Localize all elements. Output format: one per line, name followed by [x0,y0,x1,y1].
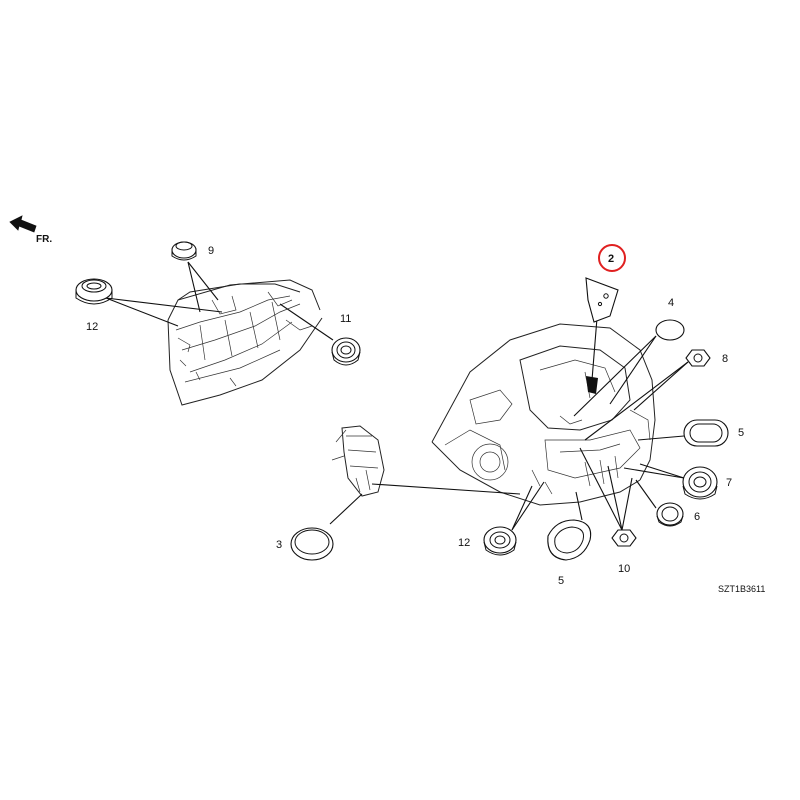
rear-body-assembly [431,323,656,506]
diagram-code: SZT1B3611 [718,584,765,594]
leader-lines [105,261,689,531]
callout-labels: 9 12 11 2 4 8 5 7 6 3 12 5 10 [86,245,744,587]
part-11[interactable] [331,337,361,366]
callout-8[interactable]: 8 [722,353,728,365]
callout-9[interactable]: 9 [208,245,214,257]
side-pillar-assembly [331,425,385,497]
callout-5-lower[interactable]: 5 [558,575,564,587]
part-6[interactable] [656,502,684,527]
part-8[interactable] [685,349,711,367]
part-10[interactable] [611,529,637,547]
part-5-right[interactable] [683,419,729,447]
part-7[interactable] [682,466,718,500]
callout-2[interactable]: 2 [608,253,614,265]
callout-3[interactable]: 3 [276,539,282,551]
part-12-upper[interactable] [75,278,113,305]
part-9[interactable] [171,241,197,261]
highlight-ring [598,244,626,272]
front-direction-indicator: FR. [9,215,52,245]
callout-11[interactable]: 11 [340,313,351,325]
part-4[interactable] [655,319,685,341]
part-12-lower[interactable] [483,526,517,556]
callout-5-right[interactable]: 5 [738,427,744,439]
callout-12-upper[interactable]: 12 [86,321,98,333]
front-label: FR. [36,234,52,245]
part-3[interactable] [290,527,334,561]
part-2[interactable] [585,277,619,323]
front-arrow-icon [9,215,37,233]
callout-7[interactable]: 7 [726,477,732,489]
rear-floor-assembly [167,279,323,406]
callout-10[interactable]: 10 [618,563,630,575]
part-5-lower[interactable] [547,519,592,561]
callout-6[interactable]: 6 [694,511,700,523]
callout-4[interactable]: 4 [668,297,674,309]
callout-12-lower[interactable]: 12 [458,537,470,549]
